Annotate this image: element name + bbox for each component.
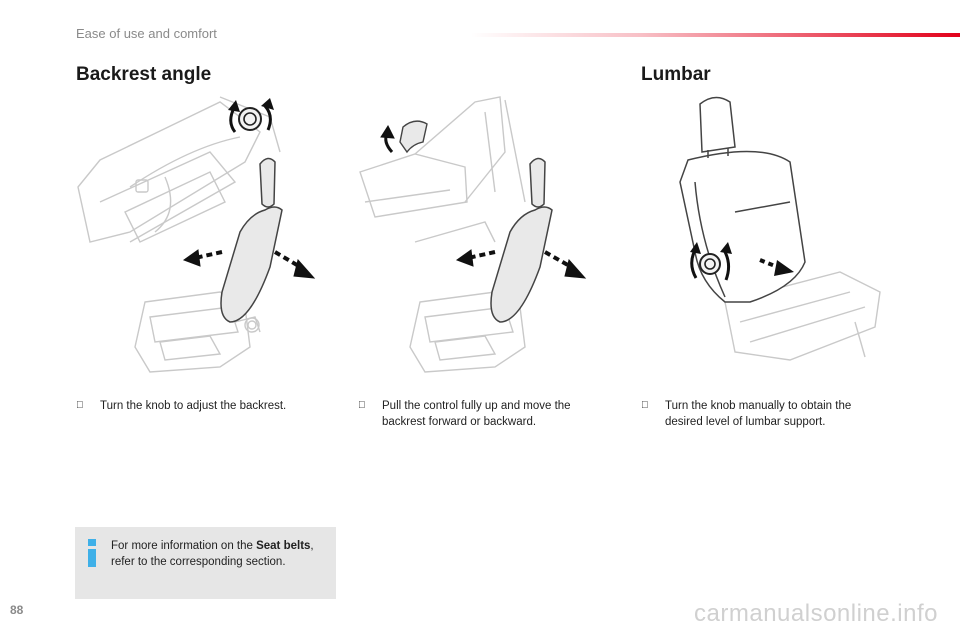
info-box: For more information on the Seat belts, …	[75, 527, 336, 599]
instruction-marker: 	[358, 398, 366, 414]
instruction-backrest-knob:  Turn the knob to adjust the backrest.	[76, 398, 326, 414]
instruction-text: Turn the knob manually to obtain the des…	[665, 400, 852, 428]
instruction-lumbar-knob:  Turn the knob manually to obtain the d…	[641, 398, 886, 430]
section-title-backrest-angle: Backrest angle	[76, 64, 212, 85]
page-number: 88	[10, 603, 24, 617]
backrest-lever-illustration	[359, 96, 587, 373]
instruction-backrest-lever:  Pull the control fully up and move the…	[358, 398, 598, 430]
info-icon	[85, 539, 99, 569]
lumbar-knob-illustration	[679, 96, 881, 361]
page-header-text: Ease of use and comfort	[76, 26, 217, 41]
backrest-knob-illustration	[77, 96, 316, 373]
info-text: For more information on the Seat belts, …	[111, 540, 314, 568]
instruction-marker: 	[76, 398, 84, 414]
info-link-seat-belts: Seat belts	[256, 540, 311, 552]
instruction-marker: 	[641, 398, 649, 414]
header-accent-bar	[470, 33, 960, 37]
watermark: carmanualsonline.info	[694, 600, 938, 627]
instruction-text: Pull the control fully up and move the b…	[382, 400, 571, 428]
instruction-text: Turn the knob to adjust the backrest.	[100, 400, 287, 412]
section-title-lumbar: Lumbar	[641, 64, 711, 85]
